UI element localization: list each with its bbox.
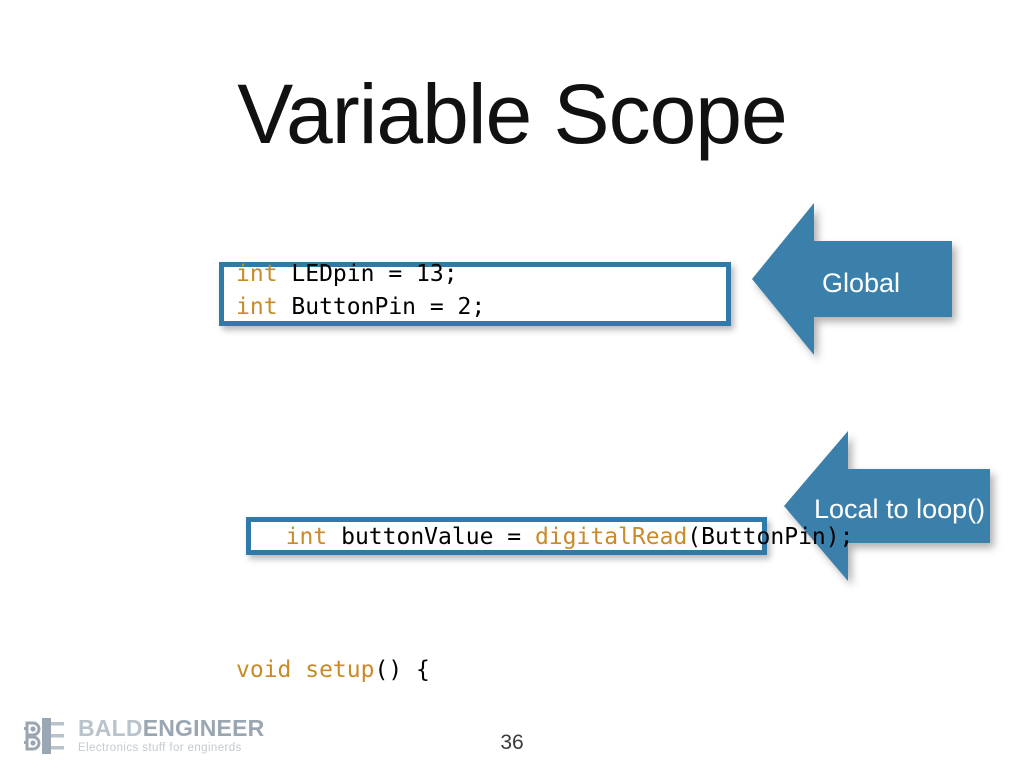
code-token-plain: buttonValue = (327, 524, 535, 550)
code-block: void setup() { pinMode(LEDpin, OUTPUT); … (236, 258, 735, 768)
code-token-keyword: int (236, 294, 278, 320)
code-token-keyword: void setup (236, 657, 375, 683)
brand-logo: BALDENGINEER Electronics stuff for engin… (22, 716, 264, 756)
arrow-shape-left (784, 431, 990, 581)
code-line-setup-signature: void setup() { (236, 654, 735, 687)
code-line-global-ledpin: int LEDpin = 13; (236, 258, 458, 291)
code-token-keyword: int (258, 524, 328, 550)
highlight-box-local (246, 517, 767, 555)
brand-word-engineer: ENGINEER (142, 715, 265, 742)
baldengineer-chip-icon (24, 718, 64, 754)
arrow-shape-left (752, 203, 952, 355)
brand-word-bald: BALD (78, 715, 143, 742)
code-line-global-buttonpin: int ButtonPin = 2; (236, 291, 485, 324)
brand-logo-text: BALDENGINEER Electronics stuff for engin… (78, 717, 264, 755)
highlight-box-global (219, 262, 731, 326)
code-line-local-buttonvalue: int buttonValue = digitalRead(ButtonPin)… (258, 521, 854, 554)
code-token-function: digitalRead (534, 524, 688, 550)
page-number: 36 (500, 731, 524, 754)
callout-arrow-local (784, 431, 990, 581)
callout-label-global: Global (822, 268, 901, 298)
code-token-plain: ButtonPin = 2; (277, 294, 486, 320)
code-line-spacer-b (236, 423, 735, 456)
page-title: Variable Scope (237, 67, 787, 161)
brand-wordmark: BALDENGINEER (78, 717, 264, 740)
callout-arrow-global (752, 203, 952, 355)
callout-label-local: Local to loop() (814, 494, 986, 524)
brand-tagline: Electronics stuff for enginerds (78, 742, 242, 755)
code-line-spacer-a (236, 324, 735, 357)
code-token-plain: LEDpin = 13; (277, 261, 458, 287)
code-token-plain: (ButtonPin); (687, 524, 854, 550)
code-token-keyword: int (236, 261, 278, 287)
code-token-plain: () { (374, 657, 430, 683)
